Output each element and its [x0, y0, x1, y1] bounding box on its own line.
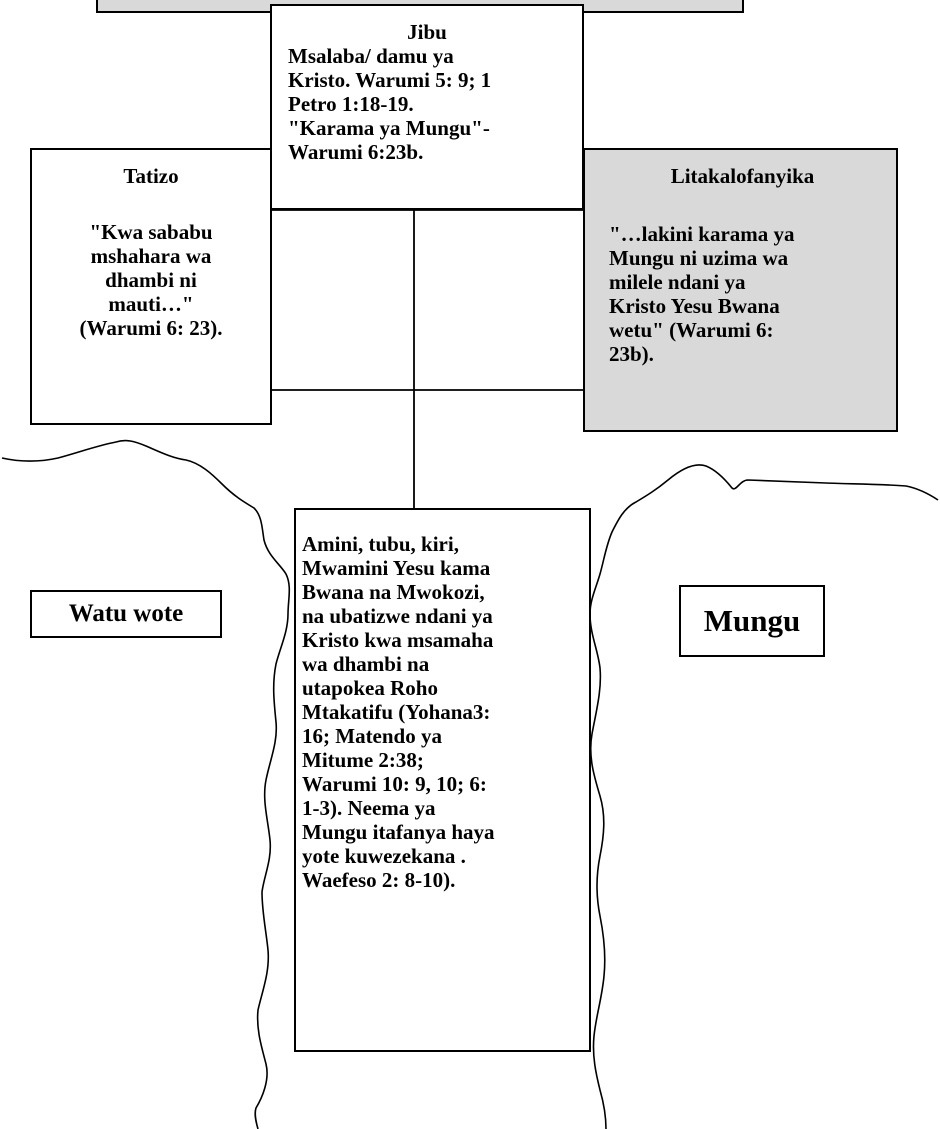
jibu-body-text: Msalaba/ damu ya Kristo. Warumi 5: 9; 1 …	[288, 44, 492, 164]
amini-box: Amini, tubu, kiri, Mwamini Yesu kama Bwa…	[294, 508, 591, 1052]
watu-wote-box: Watu wote	[30, 590, 222, 638]
amini-body-text: Amini, tubu, kiri, Mwamini Yesu kama Bwa…	[302, 532, 495, 892]
jibu-box: Jibu Msalaba/ damu ya Kristo. Warumi 5: …	[270, 4, 584, 210]
litakalofanyika-box: Litakalofanyika "…lakini karama ya Mungu…	[583, 148, 898, 432]
litakalofanyika-body-text: "…lakini karama ya Mungu ni uzima wa mil…	[609, 222, 795, 366]
right-cliff-outline	[589, 464, 939, 1129]
left-cliff-outline	[1, 439, 291, 1129]
litakalofanyika-heading: Litakalofanyika	[670, 164, 815, 188]
tatizo-heading: Tatizo	[123, 164, 179, 188]
mungu-box: Mungu	[679, 585, 825, 657]
watu-wote-label: Watu wote	[68, 600, 184, 627]
mungu-label: Mungu	[703, 603, 801, 638]
jibu-heading: Jibu	[407, 20, 447, 44]
tatizo-body-text: "Kwa sababu mshahara wa dhambi ni mauti……	[79, 220, 223, 340]
tatizo-box: Tatizo "Kwa sababu mshahara wa dhambi ni…	[30, 148, 272, 425]
